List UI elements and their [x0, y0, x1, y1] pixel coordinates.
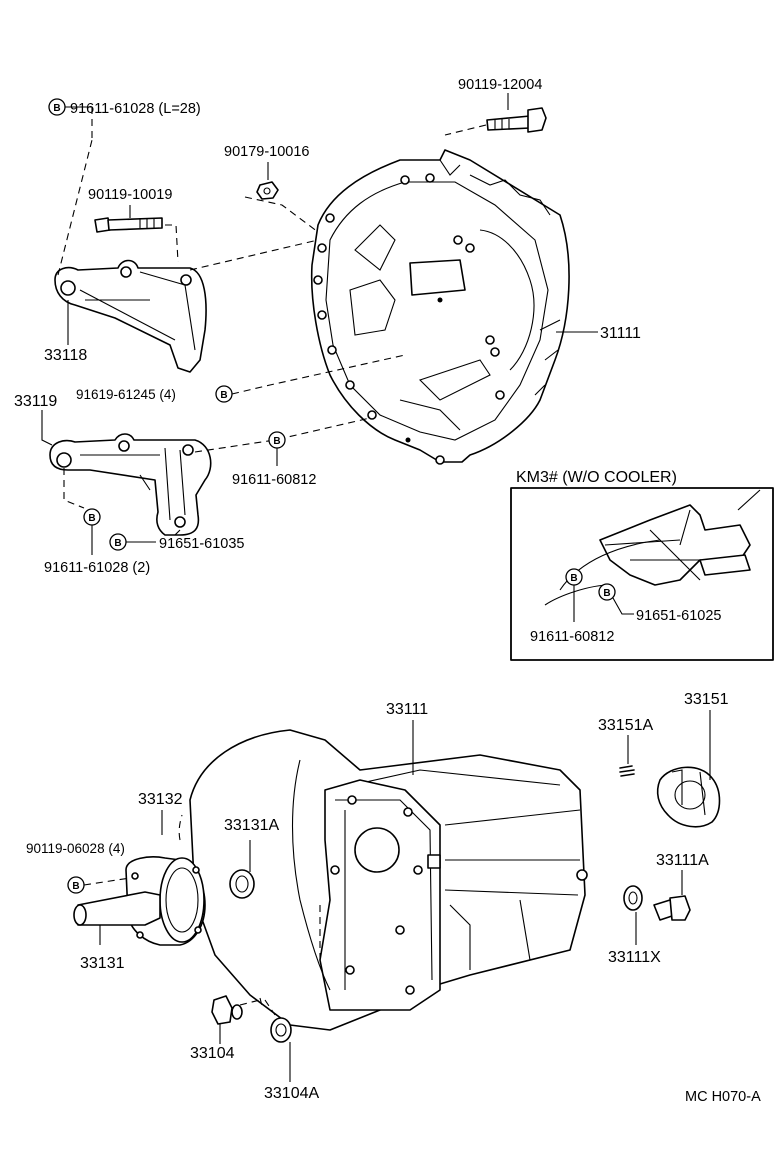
label-33131: 33131 — [80, 955, 125, 972]
svg-text:B: B — [273, 436, 280, 447]
spring-33151A — [619, 735, 635, 777]
label-91611-61028-l28: 91611-61028 (L=28) — [70, 101, 201, 117]
label-inset-91611-60812: 91611-60812 — [530, 629, 614, 645]
svg-text:B: B — [72, 881, 79, 892]
svg-text:B: B — [570, 573, 577, 584]
svg-text:B: B — [114, 538, 121, 549]
label-90119-10019: 90119-10019 — [88, 187, 172, 203]
label-inset-91651-61025: 91651-61025 — [636, 608, 721, 624]
gasket-33104A — [270, 1017, 292, 1082]
label-33104: 33104 — [190, 1045, 235, 1062]
label-31111: 31111 — [600, 325, 641, 342]
badge-91611-61028-2: B — [83, 508, 101, 555]
label-90119-12004: 90119-12004 — [458, 77, 542, 93]
svg-text:B: B — [220, 390, 227, 401]
gasket-33111X — [623, 885, 643, 945]
label-33151A: 33151A — [598, 717, 653, 734]
transmission-case-33111 — [189, 729, 588, 1031]
oil-seal-33131A — [229, 840, 255, 899]
bracket-33118 — [54, 139, 319, 373]
clutch-housing-31111 — [310, 149, 570, 465]
badge-91611-60812: B — [268, 431, 286, 466]
bolt-90119-12004 — [444, 93, 547, 136]
bracket-33119 — [41, 410, 371, 539]
label-33132: 33132 — [138, 791, 183, 808]
label-diagram-code: MC H070-A — [685, 1089, 761, 1105]
label-33111: 33111 — [386, 701, 428, 718]
badge-91619-61245: B — [215, 354, 406, 403]
label-33111X: 33111X — [608, 949, 661, 966]
nut-90179-10016 — [244, 162, 319, 233]
badge-91611-61028-l28: B — [48, 98, 93, 140]
label-33118: 33118 — [44, 347, 87, 364]
bearing-retainer-33131 — [73, 810, 206, 946]
label-91619-61245: 91619-61245 (4) — [76, 387, 176, 402]
label-33104A: 33104A — [264, 1085, 319, 1102]
label-33119: 33119 — [14, 393, 57, 410]
svg-text:B: B — [53, 103, 60, 114]
label-90119-06028: 90119-06028 (4) — [26, 841, 125, 856]
svg-text:B: B — [88, 513, 95, 524]
label-33151: 33151 — [684, 691, 729, 708]
bolt-90119-10019 — [94, 205, 179, 263]
label-inset-title: KM3# (W/O COOLER) — [516, 469, 677, 486]
inset-km3-without-cooler: B B — [510, 487, 774, 661]
label-33111A: 33111A — [656, 852, 709, 869]
badge-91651-61035: B — [109, 533, 156, 551]
breather-33151 — [656, 710, 721, 828]
svg-text:B: B — [603, 588, 610, 599]
label-33131A: 33131A — [224, 817, 279, 834]
label-91611-61028-2: 91611-61028 (2) — [44, 560, 150, 576]
label-90179-10016: 90179-10016 — [224, 144, 309, 160]
label-91651-61035: 91651-61035 — [159, 536, 244, 552]
badge-90119-06028: B — [67, 876, 131, 894]
plug-33104 — [211, 995, 263, 1044]
label-91611-60812: 91611-60812 — [232, 472, 316, 488]
drain-plug-33111A — [653, 870, 691, 921]
